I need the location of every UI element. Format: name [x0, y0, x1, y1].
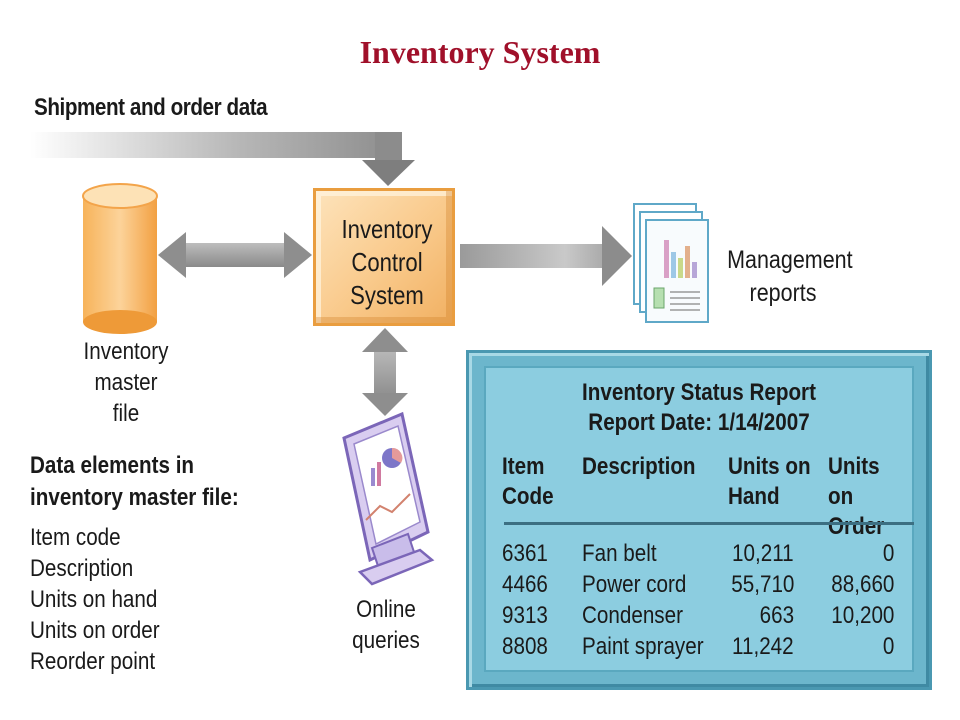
- shipment-data-label: Shipment and order data: [34, 94, 268, 121]
- control-system-line: System: [350, 280, 424, 310]
- report-title: Inventory Status Report Report Date: 1/1…: [516, 378, 882, 438]
- column-header-units-on-order: Units on Order: [828, 452, 900, 542]
- data-elements-heading: Data elements in inventory master file:: [30, 450, 239, 514]
- column-header-line: Units on: [828, 453, 880, 510]
- reports-icon: [633, 203, 709, 323]
- column-header-units-on-hand: Units on Hand: [728, 452, 811, 512]
- units-on-hand-cell: 663: [759, 602, 794, 629]
- description-cell: Power cord: [582, 571, 687, 598]
- data-elements-heading-line: Data elements in: [30, 452, 195, 479]
- column-header-item-code: Item Code: [502, 452, 554, 512]
- master-file-line: Inventory: [83, 338, 169, 365]
- description-cell: Condenser: [582, 602, 683, 629]
- online-queries-label: Online queries: [346, 594, 425, 656]
- description-cell: Fan belt: [582, 540, 657, 567]
- item-code-cell: 6361: [502, 540, 548, 567]
- report-title-line: Inventory Status Report: [582, 379, 816, 406]
- description-cell: Paint sprayer: [582, 633, 704, 660]
- column-header-line: Hand: [728, 483, 780, 510]
- table-row: 9313 Condenser 663 10,200: [502, 600, 912, 631]
- list-item: Units on hand: [30, 586, 158, 613]
- units-on-order-cell: 10,200: [830, 602, 894, 629]
- list-item: Units on order: [30, 617, 160, 644]
- inventory-status-report: Inventory Status Report Report Date: 1/1…: [466, 350, 932, 690]
- inventory-control-system-box: Inventory Control System: [313, 188, 455, 326]
- control-system-line: Inventory: [341, 214, 433, 244]
- table-row: 4466 Power cord 55,710 88,660: [502, 569, 912, 600]
- management-reports-line: Management: [727, 246, 853, 274]
- monitor-icon: [342, 411, 435, 586]
- units-on-hand-cell: 11,242: [732, 633, 794, 660]
- column-header-line: Units on: [728, 453, 811, 480]
- item-code-cell: 8808: [502, 633, 548, 660]
- report-divider: [504, 522, 914, 525]
- database-icon: [82, 183, 158, 334]
- master-file-line: file: [112, 400, 140, 427]
- online-queries-line: Online: [356, 596, 416, 623]
- list-item: Item code: [30, 524, 121, 551]
- master-file-line: master: [94, 369, 158, 396]
- management-reports-label: Management reports: [727, 244, 853, 310]
- page-title: Inventory System: [359, 34, 601, 70]
- table-row: 8808 Paint sprayer 11,242 0: [502, 631, 912, 662]
- table-row: 6361 Fan belt 10,211 0: [502, 538, 912, 569]
- units-on-hand-cell: 55,710: [730, 571, 794, 598]
- data-elements-list: Item code Description Units on hand Unit…: [30, 522, 160, 677]
- column-header-line: Order: [828, 513, 885, 540]
- column-header-line: Code: [502, 483, 554, 510]
- query-arrow: [362, 328, 408, 416]
- units-on-hand-cell: 10,211: [732, 540, 794, 567]
- master-file-label: Inventory master file: [83, 336, 169, 429]
- column-header-description: Description: [582, 452, 696, 482]
- item-code-cell: 4466: [502, 571, 548, 598]
- database-control-arrow: [158, 232, 312, 278]
- column-header-line: Item: [502, 453, 545, 480]
- shipment-arrow: [30, 132, 415, 186]
- column-header-line: Description: [582, 453, 696, 480]
- report-body: Inventory Status Report Report Date: 1/1…: [484, 366, 914, 672]
- list-item: Reorder point: [30, 648, 156, 675]
- list-item: Description: [30, 555, 134, 582]
- data-elements-heading-line: inventory master file:: [30, 484, 239, 511]
- units-on-order-cell: 88,660: [830, 571, 894, 598]
- report-date-line: Report Date: 1/14/2007: [588, 409, 810, 436]
- control-system-label: Inventory Control System: [327, 213, 448, 312]
- units-on-order-cell: 0: [882, 633, 894, 660]
- item-code-cell: 9313: [502, 602, 548, 629]
- control-system-line: Control: [351, 247, 423, 277]
- units-on-order-cell: 0: [882, 540, 894, 567]
- reports-arrow: [460, 226, 632, 286]
- online-queries-line: queries: [352, 627, 420, 654]
- management-reports-line: reports: [749, 279, 817, 307]
